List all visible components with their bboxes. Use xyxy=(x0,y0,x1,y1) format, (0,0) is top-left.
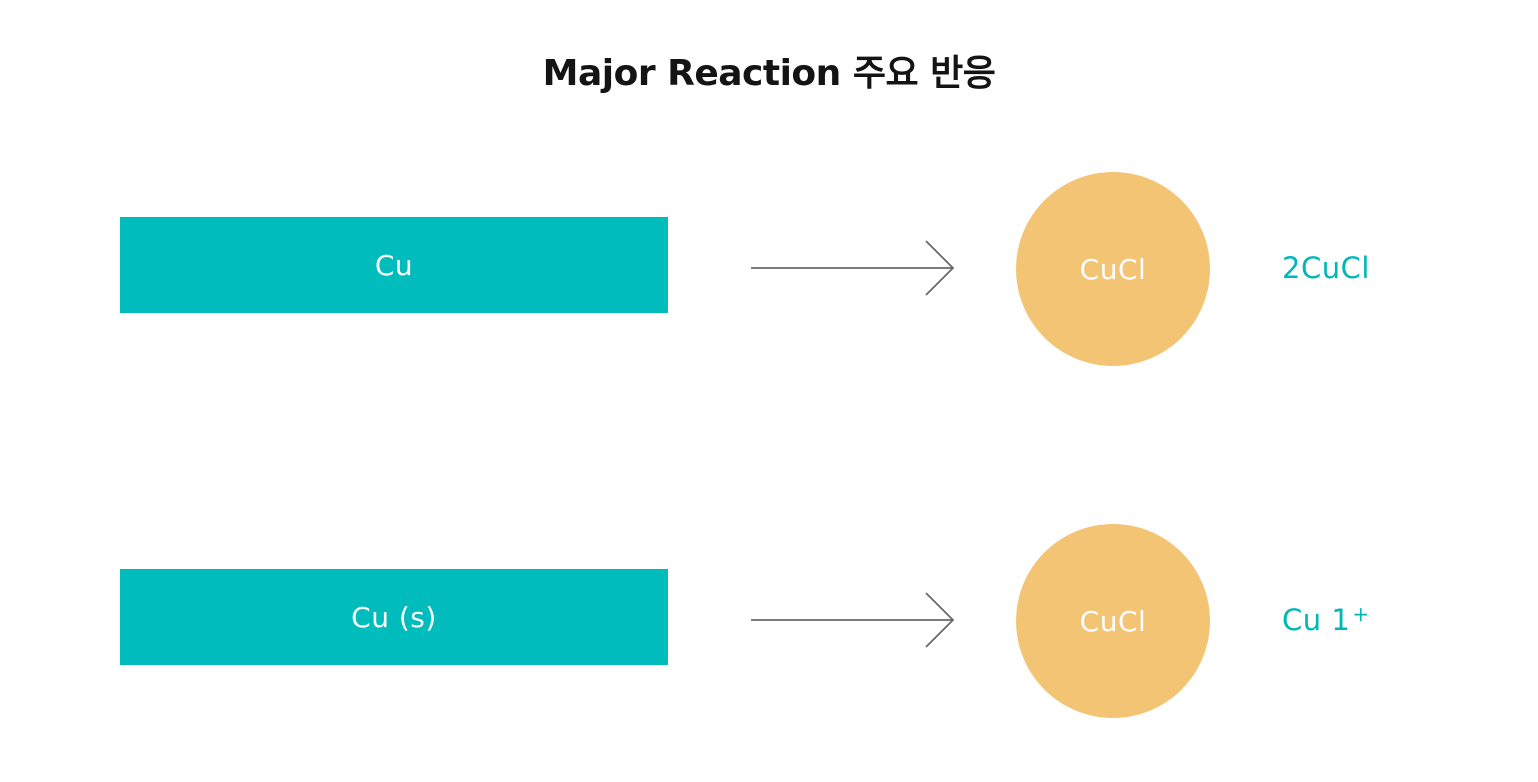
product-annotation: Cu 1+ xyxy=(1282,598,1370,642)
reaction-arrow-icon xyxy=(751,240,955,296)
product-circle: CuCl xyxy=(1016,172,1210,366)
product-annotation: 2CuCl xyxy=(1282,246,1372,290)
diagram-title: Major Reaction 주요 반응 xyxy=(542,53,996,94)
reactant-label: Cu xyxy=(374,248,414,282)
reactant-box: Cu xyxy=(120,217,668,313)
reactant-box: Cu (s) xyxy=(120,569,668,665)
reactant-label: Cu (s) xyxy=(351,600,437,634)
product-annotation-charge: + xyxy=(1352,602,1370,626)
product-circle: CuCl xyxy=(1016,524,1210,718)
product-annotation-text: 2CuCl xyxy=(1282,251,1370,285)
reaction-row: Cu CuCl 2CuCl xyxy=(0,170,1538,366)
reaction-row: Cu (s) CuCl Cu 1+ xyxy=(0,522,1538,718)
product-annotation-text: Cu 1 xyxy=(1282,603,1351,637)
product-label: CuCl xyxy=(1079,252,1147,286)
product-label: CuCl xyxy=(1079,604,1147,638)
reaction-arrow-icon xyxy=(751,592,955,648)
